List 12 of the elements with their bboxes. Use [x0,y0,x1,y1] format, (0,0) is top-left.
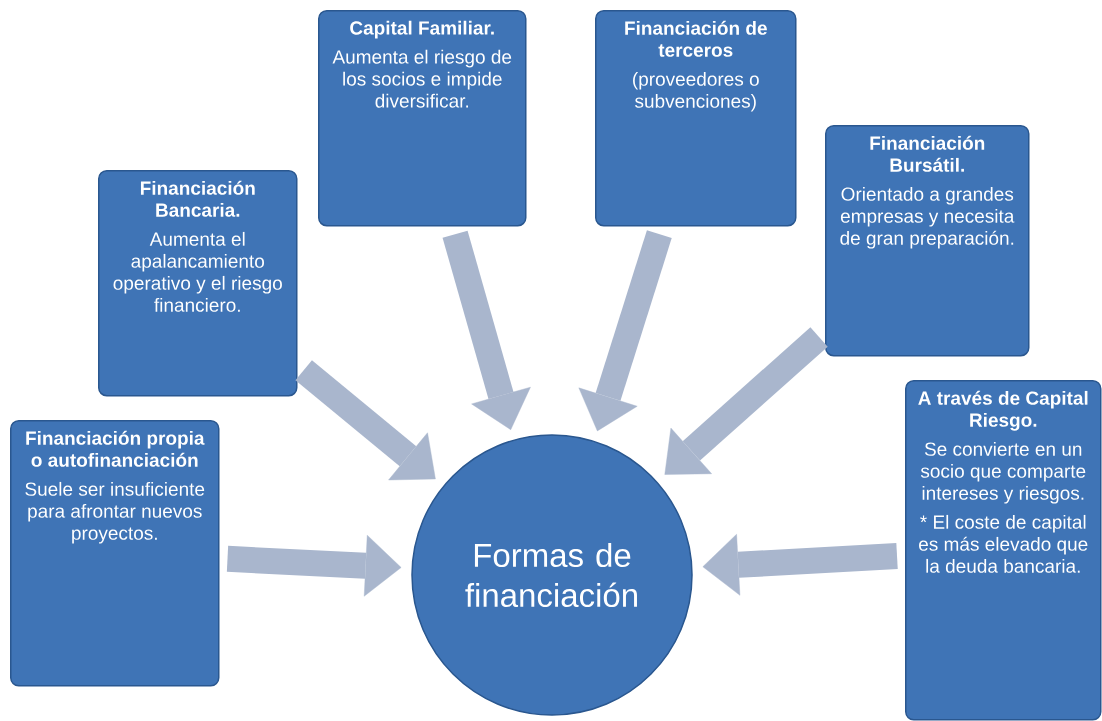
block-arrow [702,534,898,596]
text-box: Capital Familiar. Aumenta el riesgo de los socios e impide diversificar. [318,10,527,227]
block-arrow [226,534,402,597]
text-box: Financiación de terceros (proveedores o subvenciones) [595,10,797,227]
text-box: Financiación Bursátil. Orientado a grandes empresas y necesita de gran preparación. [825,125,1030,357]
text-box: Financiación Bancaria. Aumenta el apalancamiento operativo y el riesgo financiero. [98,170,298,397]
text-box: Financiación propia o autofinanciación Suele ser insuficiente para afrontar nuevos proyectos. [10,420,220,687]
text-box: A través de Capital Riesgo. Se convierte en un socio que comparte intereses y riesgos. * El coste de capital es más elevado que la deuda bancaria. [905,380,1102,721]
block-arrow [442,230,531,430]
block-arrow [295,360,436,481]
block-arrow [664,327,828,475]
block-arrow [578,230,672,432]
